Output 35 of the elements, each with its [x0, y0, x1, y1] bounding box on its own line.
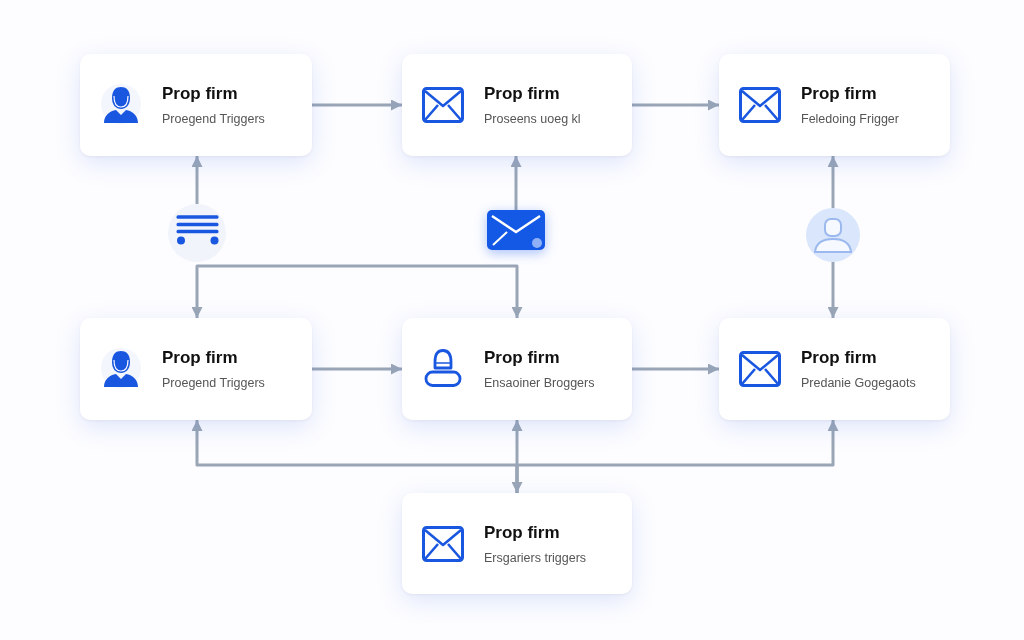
node-title: Prop firm [162, 348, 238, 368]
process-card [719, 54, 950, 156]
node-subtitle: Proegend Triggers [162, 375, 265, 391]
process-card [402, 493, 632, 594]
node-subtitle: Predanie Gogegaots [801, 375, 916, 391]
envelope-icon [487, 210, 545, 250]
cart-icon [168, 204, 226, 262]
node-subtitle: Ersgariers triggers [484, 550, 587, 566]
arrow [632, 363, 719, 375]
arrow [632, 99, 719, 111]
node-subtitle: Ensaoiner Broggers [484, 375, 595, 391]
arrow [191, 156, 203, 204]
node-subtitle: Feledoing Frigger [801, 111, 899, 127]
arrow [312, 363, 402, 375]
process-card [402, 318, 632, 420]
node-title: Prop firm [484, 84, 560, 104]
process-card [719, 318, 950, 420]
avatar-icon [806, 208, 860, 262]
node-subtitle: Proegend Triggers [162, 111, 265, 127]
process-card [80, 54, 312, 156]
node-subtitle: Proseens uoeg kl [484, 111, 581, 127]
arrow [515, 420, 839, 493]
double-arrow [511, 420, 523, 493]
node-title: Prop firm [801, 84, 877, 104]
arrow [827, 262, 839, 318]
process-card [402, 54, 632, 156]
node-title: Prop firm [484, 348, 560, 368]
process-card [80, 318, 312, 420]
arrow [312, 99, 402, 111]
arrow [827, 156, 839, 208]
node-title: Prop firm [801, 348, 877, 368]
node-title: Prop firm [162, 84, 238, 104]
arrow [510, 156, 522, 210]
node-title: Prop firm [484, 523, 560, 543]
double-arrow [191, 264, 523, 318]
